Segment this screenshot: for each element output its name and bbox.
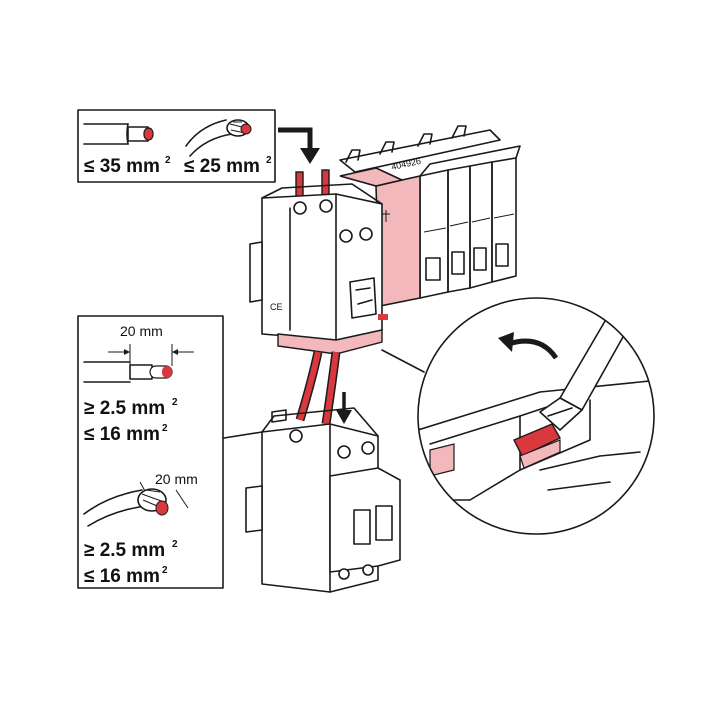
straight-cable-icon: [83, 361, 173, 383]
rotate-arrow-icon: [498, 332, 559, 360]
straight-cable-icon: [83, 123, 154, 145]
din-rail-row: 404926: [339, 125, 521, 307]
superscript: 2: [266, 155, 272, 166]
strip-length-box: 20 mm ≥ 2.5 mm 2 ≤ 16 mm 2 20 mm ≥ 2.5 m…: [77, 315, 224, 589]
strip-length-top: 20 mm: [120, 323, 163, 339]
top-cable-box: ≤ 35 mm 2 ≤ 25 mm 2: [77, 109, 276, 183]
min-section-label: ≥ 2.5 mm: [84, 398, 165, 419]
superscript: 2: [172, 539, 178, 550]
superscript: 2: [162, 565, 168, 576]
arrow-down-icon: [336, 392, 352, 424]
stranded-cable-icon: [83, 488, 169, 527]
detail-callout-line: [381, 349, 425, 373]
stranded-cable-icon: [185, 119, 252, 157]
rcd-device: CE: [249, 169, 388, 355]
superscript: 2: [172, 397, 178, 408]
superscript: 2: [162, 423, 168, 434]
arrow-down-icon: [278, 127, 320, 164]
circuit-breaker-device: [245, 407, 401, 593]
product-code: 404926: [390, 156, 421, 172]
strip-length-bottom: 20 mm: [155, 471, 198, 487]
max-flexible-section-label: ≤ 25 mm: [184, 156, 260, 177]
detail-zoom-circle: [417, 297, 655, 535]
max-section-label: ≤ 16 mm: [84, 566, 160, 587]
min-section-label: ≥ 2.5 mm: [84, 540, 165, 561]
superscript: 2: [165, 155, 171, 166]
ce-mark: CE: [270, 302, 283, 312]
max-section-label: ≤ 16 mm: [84, 424, 160, 445]
callout-line: [223, 431, 263, 439]
max-rigid-section-label: ≤ 35 mm: [84, 156, 160, 177]
